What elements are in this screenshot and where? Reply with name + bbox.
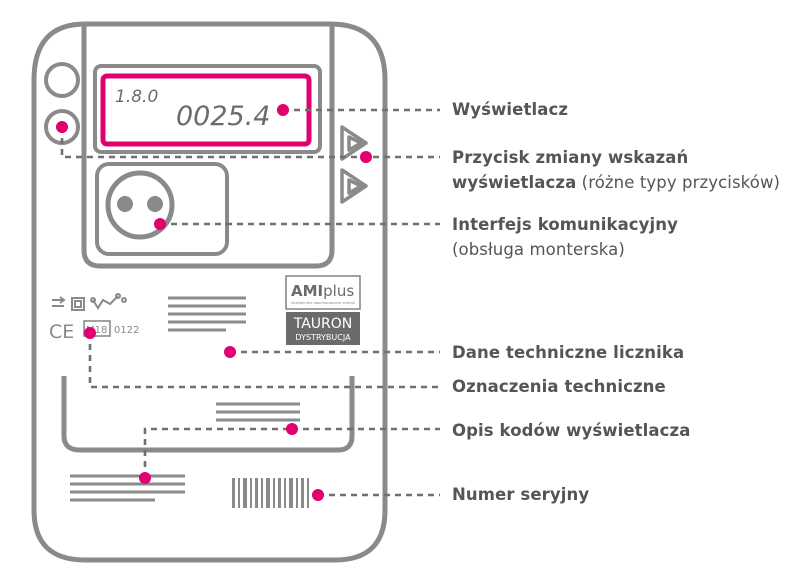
metrology-box [83,320,111,337]
lcd-obis-code: 1.8.0 [115,87,158,107]
marker-tech-marks [84,327,96,339]
power-button-icon[interactable] [44,62,80,98]
callout-leaders [60,108,440,497]
marker-interface [154,218,166,230]
optical-port-frame [95,162,229,256]
callout-display-button: Przycisk zmiany wskazań wyświetlacza (ró… [452,148,781,192]
marker-display [277,104,289,116]
callout-technical-data: Dane techniczne licznika [452,343,685,362]
callout-display: Wyświetlacz [452,100,569,119]
marker-tech-data [224,346,236,358]
scroll-arrow-icon [340,125,368,204]
terminal-cover-outline [61,376,355,453]
label-lines [70,474,185,502]
marker-codes [286,423,298,435]
meter-symbol-icon [52,293,127,311]
callout-markers [56,104,372,501]
marker-serial [312,489,324,501]
callout-technical-marks: Oznaczenia techniczne [452,377,666,396]
amiplus-logo-box [285,275,361,310]
technical-data-lines [168,296,246,332]
callout-serial-number: Numer seryjny [452,485,590,504]
tauron-logo-box [286,312,360,345]
lcd-reading: 0025.4 [176,101,270,132]
marker-arrows [360,151,372,163]
meter-housing [31,21,388,563]
barcode-icon [232,478,309,508]
callout-display-codes: Opis kodów wyświetlacza [452,421,691,440]
notified-body-number: 0122 [114,325,139,336]
amiplus-tagline: inteligentne opomiarowanie energii [291,301,355,305]
marker-button [56,121,68,133]
amiplus-logo-text: AMIplus [291,282,354,300]
display-codes-lines [216,402,300,422]
display-module [81,26,335,269]
tauron-division-text: DYSTRYBUCJA [295,333,351,342]
tauron-logo-text: TAURON [293,316,353,332]
callout-comm-interface: Interfejs komunikacyjny (obsługa monters… [452,215,679,259]
optical-port-icon [105,170,175,240]
metrology-mark: M18 [86,325,107,336]
ce-mark-icon: CE [49,321,74,343]
marker-label [139,472,151,484]
